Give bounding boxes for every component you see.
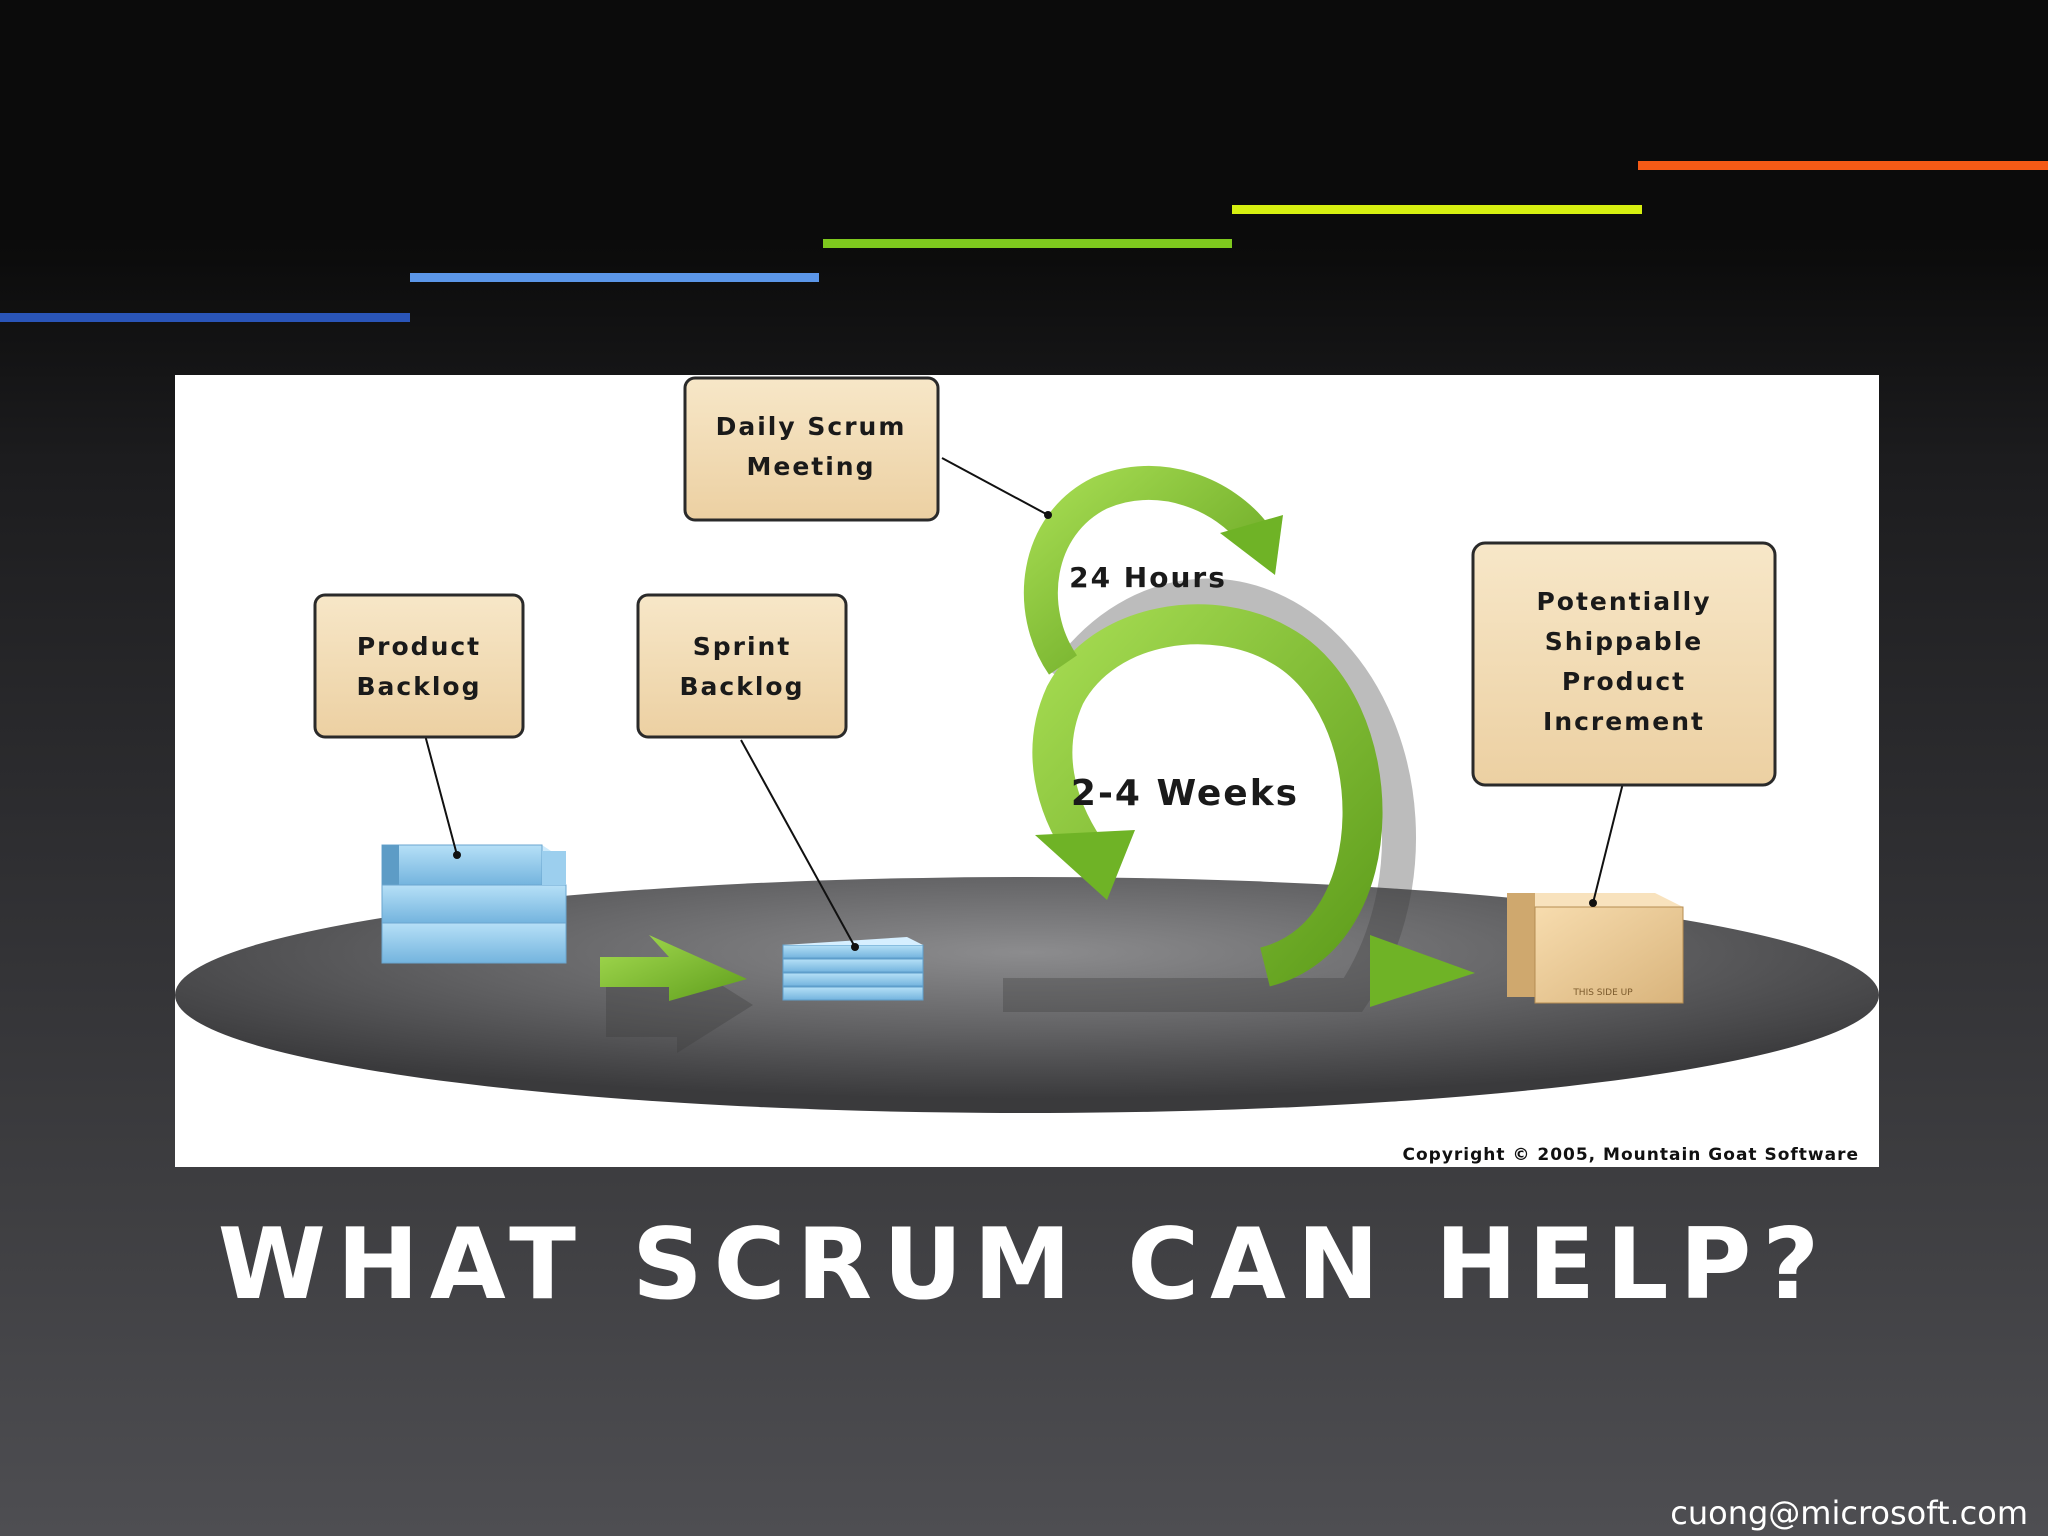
daily-scrum-line-2: Meeting: [746, 452, 875, 481]
product-backlog-stack: [381, 844, 567, 964]
footer-email: cuong@microsoft.com: [1670, 1494, 2028, 1532]
increment-line-1: Potentially: [1536, 587, 1711, 616]
sprint-backlog-stack: [782, 937, 924, 1001]
weeks-label: 2-4 Weeks: [1071, 773, 1299, 814]
callout-sprint-backlog: Sprint Backlog: [636, 593, 848, 739]
copyright-text: Copyright © 2005, Mountain Goat Software: [1403, 1145, 1859, 1165]
product-increment-box: THIS SIDE UP: [1507, 893, 1684, 1004]
this-side-up-label: THIS SIDE UP: [1572, 988, 1633, 998]
sprint-backlog-line-1: Sprint: [693, 632, 792, 661]
stripe-blue-dark: [0, 313, 410, 322]
daily-scrum-line-1: Daily Scrum: [716, 412, 907, 441]
stripe-blue-light: [410, 273, 819, 282]
sprint-cycle-arrow: [975, 465, 1475, 1012]
increment-line-3: Product: [1562, 667, 1686, 696]
callout-product-increment: Potentially Shippable Product Increment: [1471, 541, 1777, 787]
stripe-green: [823, 239, 1232, 248]
product-backlog-line-2: Backlog: [356, 672, 481, 701]
slide-title: WHAT SCRUM CAN HELP?: [217, 1208, 1831, 1322]
platform-disc: [175, 877, 1879, 1113]
sprint-backlog-line-2: Backlog: [679, 672, 804, 701]
scrum-diagram: THIS SIDE UP Daily Scrum Meeting Product…: [175, 375, 1879, 1167]
stripe-lime: [1232, 205, 1642, 214]
callout-product-backlog: Product Backlog: [313, 593, 525, 739]
increment-line-4: Increment: [1543, 707, 1705, 736]
stripe-orange: [1638, 161, 2048, 170]
product-backlog-line-1: Product: [357, 632, 481, 661]
callout-daily-scrum: Daily Scrum Meeting: [683, 376, 940, 522]
increment-line-2: Shippable: [1545, 627, 1703, 656]
flow-arrow-small: [600, 935, 753, 1053]
hours-label: 24 Hours: [1069, 561, 1227, 594]
